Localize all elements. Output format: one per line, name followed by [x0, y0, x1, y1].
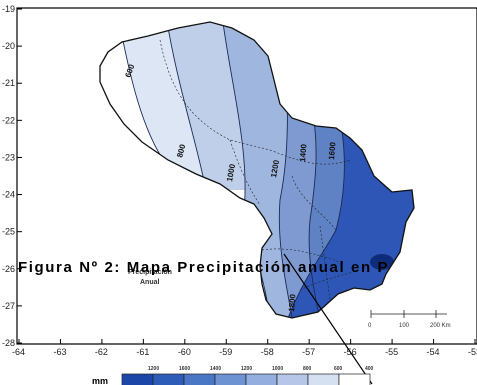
- isohyet-label-600: 600: [123, 63, 136, 79]
- figure-caption: Figura Nº 2: Mapa Precipitación anual en…: [18, 259, 389, 276]
- x-tick-label: -54: [427, 347, 440, 357]
- legend-swatch: [152, 373, 185, 385]
- inset-title-line1: Precipitación: [128, 269, 172, 276]
- x-tick-label: -57: [302, 347, 315, 357]
- legend-swatch: [307, 373, 340, 385]
- legend-class-label: 1000: [272, 366, 283, 372]
- y-tick-label: -27: [2, 301, 15, 311]
- y-tick-label: -22: [2, 115, 15, 125]
- legend-class-label: 1200: [148, 366, 159, 372]
- x-tick-label: -53: [468, 347, 477, 357]
- scale-tick-0: 0: [368, 323, 372, 329]
- color-legend: mm 1200 1600 1400 1200 1000 800 600 400: [92, 366, 374, 385]
- isohyet-label-800: 800: [175, 143, 187, 159]
- legend-class-label: 1200: [241, 366, 252, 372]
- legend-swatch: [276, 373, 309, 385]
- legend-class-label: 1400: [210, 366, 221, 372]
- department-borders: [159, 39, 361, 301]
- y-tick-label: -28: [2, 338, 15, 348]
- legend-unit: mm: [92, 376, 108, 385]
- paraguay-outline: [99, 21, 415, 319]
- legend-class-label: 1600: [179, 366, 190, 372]
- legend-class-label: 400: [365, 366, 374, 372]
- inset-title: Precipitación Anual: [128, 269, 172, 286]
- y-tick-label: -20: [2, 41, 15, 51]
- y-tick-label: -19: [2, 4, 15, 14]
- y-axis: -19 -20 -21 -22 -23 -24 -25 -26 -27 -28: [2, 4, 22, 348]
- scale-bar: 0 100 200 Km: [368, 310, 451, 329]
- isohyet-label-1600: 1600: [327, 141, 338, 160]
- x-tick-label: -59: [219, 347, 232, 357]
- x-tick-label: -63: [53, 347, 66, 357]
- y-tick-label: -26: [2, 264, 15, 274]
- x-tick-label: -55: [385, 347, 398, 357]
- scale-tick-100: 100: [399, 323, 410, 329]
- precip-zone-1800: [280, 120, 414, 318]
- legend-swatch: [245, 373, 278, 385]
- scale-tick-200: 200 Km: [430, 323, 451, 329]
- x-tick-label: -60: [178, 347, 191, 357]
- x-tick-label: -62: [95, 347, 108, 357]
- legend-swatch: [183, 373, 216, 385]
- inset-title-line2: Anual: [140, 279, 160, 286]
- precip-max-area: [370, 254, 394, 270]
- y-tick-label: -21: [2, 78, 15, 88]
- leader-line: [283, 253, 373, 385]
- x-tick-label: -64: [12, 347, 25, 357]
- x-tick-label: -58: [261, 347, 274, 357]
- x-tick-label: -61: [136, 347, 149, 357]
- legend-swatch: [214, 373, 247, 385]
- legend-class-label: 600: [334, 366, 343, 372]
- isohyet-label-1000: 1000: [225, 163, 237, 183]
- legend-swatch: [121, 373, 154, 385]
- y-tick-label: -24: [2, 190, 15, 200]
- y-tick-label: -25: [2, 227, 15, 237]
- legend-swatch: [338, 373, 371, 385]
- isohyet-label-1400: 1400: [298, 143, 309, 162]
- isohyet-labels: 600 800 1000 1200 1400 1600 1800: [123, 63, 337, 313]
- legend-class-label: 800: [303, 366, 312, 372]
- y-tick-label: -23: [2, 152, 15, 162]
- isohyet-label-1800: 1800: [287, 293, 298, 312]
- isohyet-label-1200: 1200: [269, 159, 281, 179]
